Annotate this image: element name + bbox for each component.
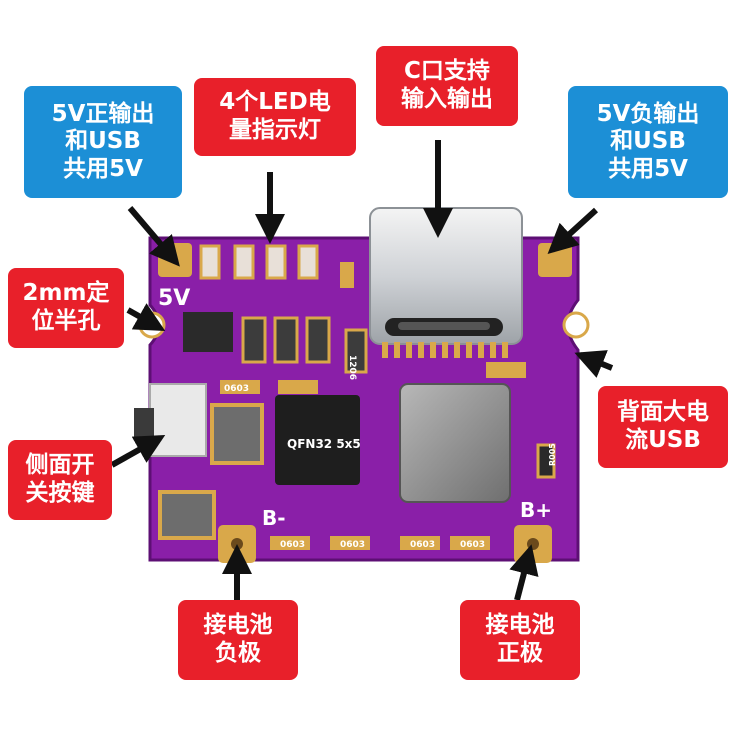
label-battery-negative: 接电池 负极 — [178, 600, 298, 680]
silk-code-c: 0603 — [340, 540, 365, 550]
smd-components — [183, 262, 556, 550]
inductor — [399, 383, 511, 503]
label-usb-negative: 5V负输出 和USB 共用5V — [568, 86, 728, 198]
silk-code-r005: R005 — [548, 443, 557, 466]
silk-code-b: 0603 — [280, 540, 305, 550]
silk-code-1206: 1206 — [347, 355, 357, 380]
silk-b-plus: B+ — [520, 498, 552, 522]
silk-chip-label: QFN32 5x5 — [287, 437, 361, 451]
mount-half-hole-right — [562, 311, 590, 339]
label-usb-positive: 5V正输出 和USB 共用5V — [24, 86, 182, 198]
label-led-indicator: 4个LED电 量指示灯 — [194, 78, 356, 156]
label-mount-hole: 2mm定 位半孔 — [8, 268, 124, 348]
label-typec: C口支持 输入输出 — [376, 46, 518, 126]
typec-port — [369, 207, 523, 358]
transistor-2 — [158, 490, 216, 540]
transistor-1 — [210, 403, 264, 465]
led-row — [199, 244, 319, 280]
label-back-usb: 背面大电 流USB — [598, 386, 728, 468]
label-battery-positive: 接电池 正极 — [460, 600, 580, 680]
silk-code-e: 0603 — [460, 540, 485, 550]
silk-5v: 5V — [158, 286, 190, 311]
label-side-switch: 侧面开 关按键 — [8, 440, 112, 520]
qfn-chip: QFN32 5x5 — [275, 395, 361, 485]
pointer-arrows — [110, 140, 614, 601]
silk-b-minus: B- — [262, 506, 286, 530]
silk-code-a: 0603 — [224, 384, 249, 394]
silk-code-d: 0603 — [410, 540, 435, 550]
